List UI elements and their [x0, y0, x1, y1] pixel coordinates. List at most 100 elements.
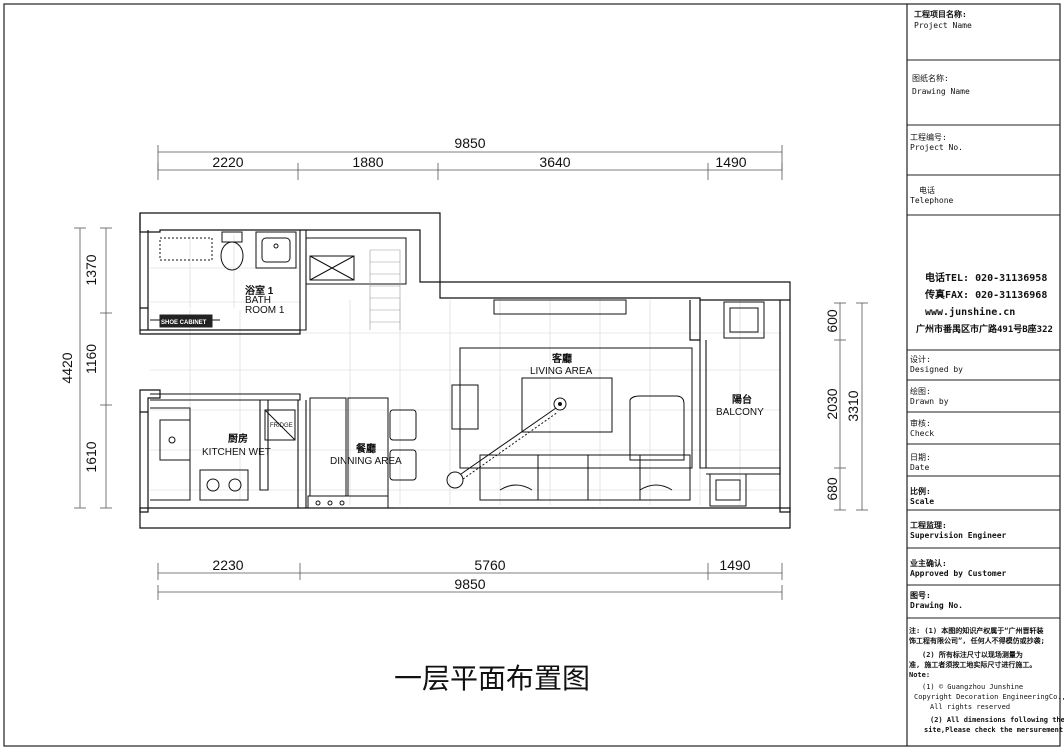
note-line: (2) 所有标注尺寸以现场测量为 [922, 650, 1023, 659]
scale-label-en: Scale [910, 497, 934, 506]
date-label-en: Date [910, 463, 929, 472]
drawn-label: 绘图: [910, 386, 931, 396]
bath-label-cn: 浴室 1 [245, 284, 274, 297]
dim-right-1: 600 [824, 309, 840, 333]
dimension-lines [74, 145, 868, 600]
drawing-title: 一层平面布置图 [394, 662, 590, 695]
dim-top-3: 3640 [539, 154, 570, 170]
approved-label-en: Approved by Customer [910, 569, 1007, 578]
sofa [479, 454, 691, 501]
note-line: All rights reserved [930, 703, 1010, 711]
telephone-label: 电话 [919, 185, 935, 195]
dining-label-cn: 餐廳 [355, 442, 376, 455]
title-block: 工程项目名称: Project Name 图纸名称: Drawing Name … [909, 9, 1064, 734]
company-address: 广州市番禺区市广路491号B座322 [916, 323, 1053, 335]
scale-label: 比例: [910, 486, 931, 496]
dim-bottom-total: 9850 [454, 576, 485, 592]
note-line: (1) © Guangzhou Junshine [922, 683, 1023, 691]
armchair [629, 395, 685, 461]
living-furniture [446, 299, 693, 501]
supervision-label-en: Supervision Engineer [910, 530, 1007, 540]
tv-cabinet [493, 299, 627, 315]
bathroom-fixtures [159, 231, 297, 328]
bath-label-en2: ROOM 1 [245, 305, 285, 316]
basin-icon [255, 231, 297, 269]
drawing-name-label: 图纸名称: [912, 73, 949, 83]
dim-left-total: 4420 [59, 352, 75, 383]
entrance-cabinet [305, 237, 407, 285]
drawn-label-en: Drawn by [910, 397, 949, 406]
dim-top-2: 1880 [352, 154, 383, 170]
dining-cabinet [309, 397, 347, 497]
title-block-rows [907, 59, 1060, 619]
notes: 注: (1) 本图的知识产权属于“广州晋轩装 饰工程有限公司”, 任何人不得模仿… [909, 626, 1064, 734]
telephone-label-en: Telephone [910, 196, 954, 205]
lamp-icon [446, 471, 464, 489]
kitchen-label-en: KITCHEN WET [202, 447, 271, 458]
dim-left-2: 1160 [83, 344, 99, 374]
project-name-label: 工程项目名称: [914, 9, 967, 19]
balcony-label-cn: 陽台 [732, 393, 752, 406]
drawing-no-label-en: Drawing No. [910, 600, 963, 610]
approved-label: 业主确认: [910, 558, 947, 568]
living-label-cn: 客廳 [551, 352, 572, 365]
project-name-label-en: Project Name [914, 21, 972, 30]
fridge-icon [264, 409, 296, 441]
cooktop-icon [199, 469, 249, 501]
project-no-label-en: Project No. [910, 143, 963, 152]
balcony-fixtures [705, 301, 765, 507]
dining-chair [389, 449, 417, 481]
dim-top-total: 9850 [454, 135, 485, 151]
washing-machine-icon [723, 301, 765, 339]
note-line: (2) All dimensions following the [930, 716, 1064, 724]
note-line: 准, 施工者须按工地实际尺寸进行施工。 [909, 660, 1036, 669]
shoe-cabinet-label: SHOE CABINET [161, 320, 207, 326]
bath-label-en1: BATH [245, 295, 271, 306]
fridge-label: FRIDGE [270, 423, 293, 429]
laundry-sink-icon [709, 473, 747, 507]
dim-right-total: 3310 [845, 390, 861, 421]
drawing-no-label: 图号: [910, 591, 931, 600]
dim-right-3: 680 [824, 477, 840, 501]
toilet-icon [220, 241, 244, 271]
toilet-tank [221, 231, 243, 243]
dim-top-4: 1490 [715, 154, 746, 170]
stair-treads [369, 249, 401, 330]
drawing-name-label-en: Drawing Name [912, 87, 970, 96]
note-line: 饰工程有限公司”, 任何人不得模仿或抄袭; [909, 636, 1045, 645]
note-line: site,Please check the mersurement [924, 726, 1063, 734]
note-line: 注: (1) 本图的知识产权属于“广州晋轩装 [909, 626, 1044, 635]
dim-bottom-1: 2230 [212, 557, 243, 573]
sink-icon [159, 419, 191, 461]
designed-label: 设计: [910, 354, 931, 364]
floor-tile-grid [150, 235, 780, 505]
kitchen-label-cn: 厨房 [228, 432, 248, 445]
supervision-label: 工程监理: [910, 520, 947, 530]
side-stool [451, 384, 479, 430]
designed-label-en: Designed by [910, 365, 963, 374]
check-label: 审核: [910, 418, 931, 428]
interior-walls [150, 230, 781, 509]
company-web: www.junshine.cn [925, 306, 1015, 318]
dining-label-en: DINNING AREA [330, 456, 402, 467]
dim-top-1: 2220 [212, 154, 243, 170]
note-line: Copyright Decoration EngineeringCo., Ltd… [914, 693, 1064, 701]
shower-tray [159, 237, 213, 261]
exterior-walls [139, 212, 791, 529]
coffee-table [521, 377, 613, 433]
dimension-labels: 9850 2220 1880 3640 1490 2230 5760 1490 … [59, 135, 861, 592]
sheet-border [3, 3, 1061, 747]
check-label-en: Check [910, 429, 934, 438]
dining-furniture [307, 397, 417, 509]
kitchen-fixtures [150, 407, 296, 501]
date-label: 日期: [910, 453, 931, 462]
shoe-cabinet [159, 314, 213, 328]
company-fax: 传真FAX: 020-31136968 [924, 288, 1047, 301]
dim-left-3: 1610 [83, 441, 99, 472]
dim-bottom-3: 1490 [719, 557, 750, 573]
room-labels: 浴室 1 BATH ROOM 1 SHOE CABINET 厨房 KITCHEN… [161, 284, 764, 467]
project-no-label: 工程编号: [910, 132, 947, 142]
dim-left-1: 1370 [83, 254, 99, 285]
